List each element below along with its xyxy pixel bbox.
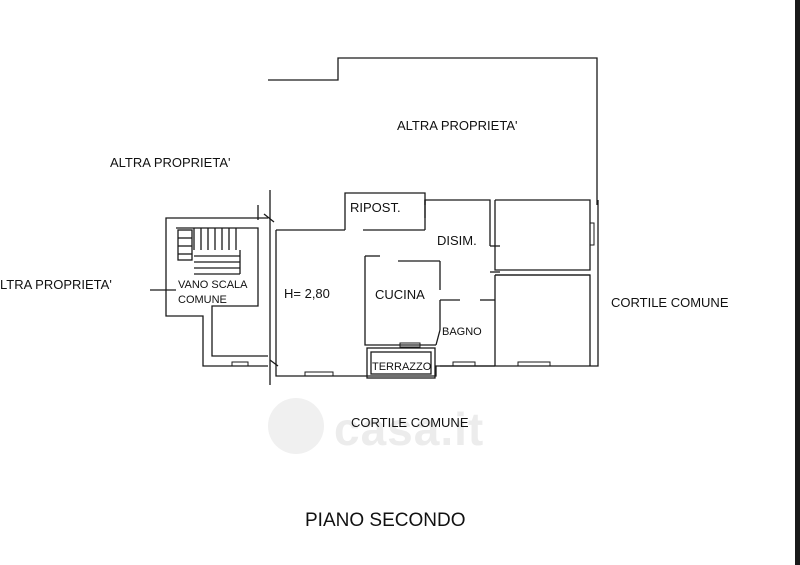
property-boundary-line xyxy=(268,57,598,205)
room-label-bagno: BAGNO xyxy=(442,326,482,338)
label-altra-proprieta-top-left: ALTRA PROPRIETA' xyxy=(110,155,231,170)
windows xyxy=(231,222,595,377)
floor-title: PIANO SECONDO xyxy=(305,510,466,531)
label-altra-proprieta-left: LTRA PROPRIETA' xyxy=(0,277,112,292)
apartment-outer-wall xyxy=(275,200,599,377)
label-cortile-comune-bottom: CORTILE COMUNE xyxy=(351,415,469,430)
room-label-disim: DISIM. xyxy=(437,233,477,248)
terrazzo-outline xyxy=(366,347,436,379)
stair-well-outline xyxy=(165,217,268,367)
label-comune: COMUNE xyxy=(178,294,227,306)
room-label-terrazzo: TERRAZZO xyxy=(372,361,432,373)
cucina-walls xyxy=(364,256,436,346)
stair-treads xyxy=(177,228,241,275)
watermark-text: casa.it xyxy=(334,403,485,455)
label-altra-proprieta-top-right: ALTRA PROPRIETA' xyxy=(397,118,518,133)
stair-well-inner xyxy=(176,227,268,357)
room-height-label: H= 2,80 xyxy=(284,286,330,301)
room-label-cucina: CUCINA xyxy=(375,287,425,302)
label-vano-scala: VANO SCALA xyxy=(178,279,248,291)
label-cortile-comune-right: CORTILE COMUNE xyxy=(611,295,729,310)
right-edge-bar xyxy=(795,0,800,565)
house-logo-icon xyxy=(268,398,324,454)
watermark: casa.it xyxy=(268,398,538,458)
room-label-ripost: RIPOST. xyxy=(350,200,401,215)
